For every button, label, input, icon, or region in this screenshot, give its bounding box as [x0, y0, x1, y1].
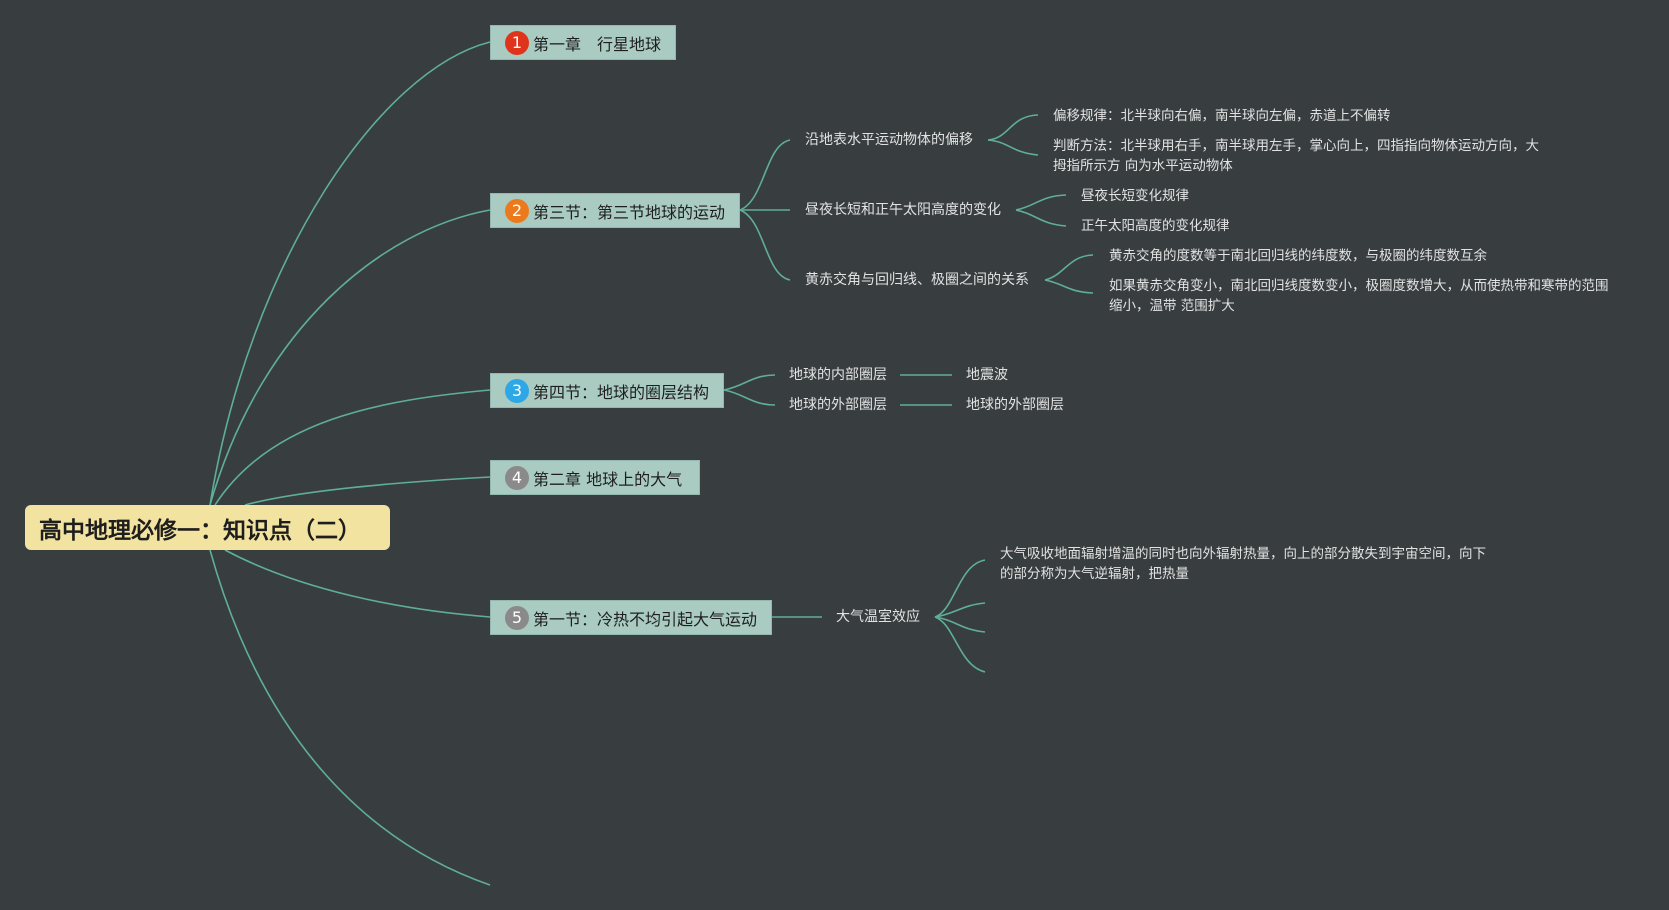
link-c3-l2	[1044, 279, 1094, 294]
link-root-topic-4	[244, 476, 491, 506]
link-t2-c1	[739, 139, 791, 211]
link-root-topic-5	[224, 549, 491, 618]
topic-1-node[interactable]: 1 第一章 行星地球	[490, 25, 676, 60]
link-root-bottom	[209, 549, 491, 886]
topic-3-node[interactable]: 3 第四节：地球的圈层结构	[490, 373, 724, 408]
link-t5c1-l1	[934, 559, 986, 618]
priority-4-icon: 4	[505, 465, 529, 490]
topic-5-node[interactable]: 5 第一节：冷热不均引起大气运动	[490, 600, 772, 635]
link-t5c1-l3	[934, 616, 986, 633]
link-t5c1-l2	[934, 602, 986, 618]
topic-3-label: 第四节：地球的圈层结构	[533, 382, 710, 402]
leaf-outer-layers[interactable]: 地球的外部圈层	[966, 397, 1064, 413]
topic-4-node[interactable]: 4 第二章 地球上的大气	[490, 460, 700, 495]
priority-2-icon: 2	[505, 198, 529, 223]
subtopic-deflection[interactable]: 沿地表水平运动物体的偏移	[805, 132, 973, 148]
leaf-deflection-rule[interactable]: 偏移规律：北半球向右偏，南半球向左偏，赤道上不偏转	[1053, 108, 1391, 124]
subtopic-greenhouse-effect[interactable]: 大气温室效应	[836, 609, 920, 625]
priority-1-icon: 1	[505, 30, 529, 55]
leaf-greenhouse-description[interactable]: 大气吸收地面辐射增温的同时也向外辐射热量，向上的部分散失到宇宙空间，向下的部分称…	[1000, 546, 1486, 582]
subtopic-daylength-sunheight[interactable]: 昼夜长短和正午太阳高度的变化	[805, 202, 1001, 218]
link-root-topic-1	[209, 41, 491, 506]
leaf-obliquity-degrees[interactable]: 黄赤交角的度数等于南北回归线的纬度数，与极圈的纬度数互余	[1109, 248, 1487, 264]
link-t5c1-l4	[934, 616, 986, 673]
link-c2-l2	[1015, 209, 1067, 227]
link-c1-l2	[987, 139, 1039, 156]
priority-5-icon: 5	[505, 605, 529, 630]
topic-1-label: 第一章 行星地球	[533, 34, 662, 54]
leaf-obliquity-change[interactable]: 如果黄赤交角变小，南北回归线度数变小，极圈度数增大，从而使热带和寒带的范围缩小，…	[1109, 278, 1609, 314]
link-t3-c2	[723, 389, 776, 406]
leaf-seismic-waves[interactable]: 地震波	[966, 367, 1008, 383]
leaf-deflection-method[interactable]: 判断方法：北半球用右手，南半球用左手，掌心向上，四指指向物体运动方向，大拇指所示…	[1053, 138, 1539, 174]
leaf-daylength-rule[interactable]: 昼夜长短变化规律	[1081, 188, 1189, 204]
link-c3-l1	[1044, 254, 1094, 281]
topic-2-label: 第三节：第三节地球的运动	[533, 202, 726, 222]
link-root-topic-3	[214, 389, 491, 506]
topic-4-label: 第二章 地球上的大气	[533, 469, 683, 489]
subtopic-inner-layers[interactable]: 地球的内部圈层	[789, 367, 887, 383]
central-topic[interactable]: 高中地理必修一：知识点（二）	[25, 505, 390, 550]
link-t3-c1	[723, 374, 776, 391]
subtopic-outer-layers[interactable]: 地球的外部圈层	[789, 397, 887, 413]
link-root-topic-2	[209, 209, 491, 506]
leaf-sunheight-rule[interactable]: 正午太阳高度的变化规律	[1081, 218, 1230, 234]
link-c2-l1	[1015, 194, 1067, 211]
topic-5-label: 第一节：冷热不均引起大气运动	[533, 609, 758, 629]
topic-2-node[interactable]: 2 第三节：第三节地球的运动	[490, 193, 740, 228]
link-t2-c3	[739, 209, 791, 281]
subtopic-obliquity[interactable]: 黄赤交角与回归线、极圈之间的关系	[805, 272, 1029, 288]
link-c1-l1	[987, 114, 1039, 141]
priority-3-icon: 3	[505, 378, 529, 403]
